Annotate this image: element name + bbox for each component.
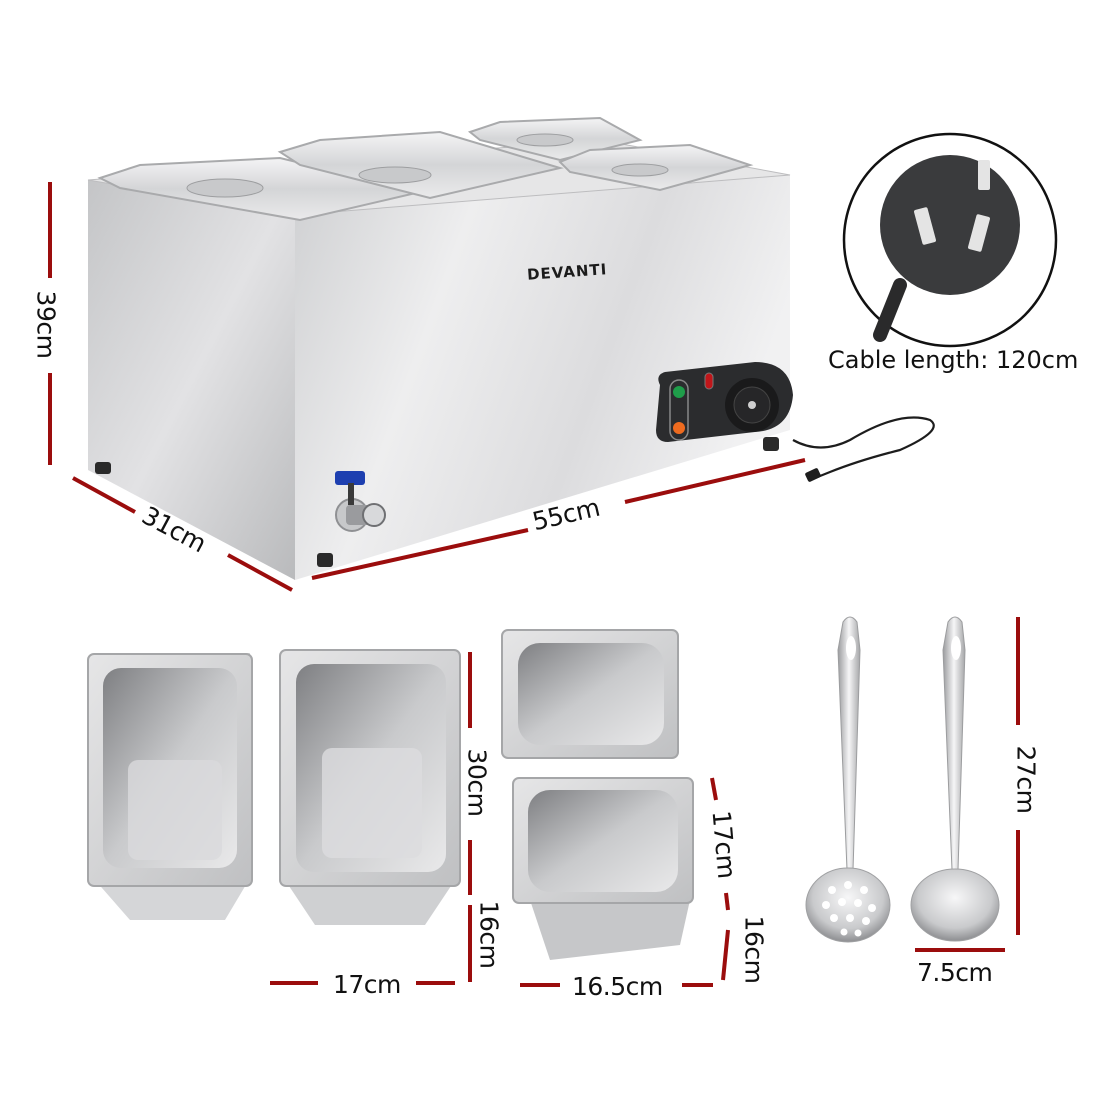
heat-light-icon bbox=[673, 422, 685, 434]
small-pan-length-label: 17cm bbox=[706, 809, 742, 880]
plug-inset bbox=[842, 132, 1058, 348]
large-pan-width-label: 17cm bbox=[333, 970, 401, 999]
large-pan-depth-label: 16cm bbox=[474, 900, 504, 969]
ladle-width-label: 7.5cm bbox=[917, 958, 993, 987]
solid-ladle-icon bbox=[910, 616, 1000, 942]
small-pan-1 bbox=[501, 629, 679, 759]
indicator-light-icon bbox=[704, 372, 714, 390]
slotted-ladle-icon bbox=[805, 616, 891, 943]
cable-length-label: Cable length: 120cm bbox=[828, 346, 1079, 374]
unit-height-label: 39cm bbox=[31, 290, 61, 359]
plug-pin-icon bbox=[968, 214, 990, 252]
small-pan-depth-label: 16cm bbox=[739, 915, 769, 984]
lid-large-2 bbox=[277, 130, 564, 200]
foot bbox=[95, 462, 111, 474]
lid-handle-icon bbox=[186, 178, 264, 198]
small-pan-2 bbox=[512, 777, 694, 960]
plug-pin-icon bbox=[914, 207, 936, 245]
pan-lids bbox=[97, 116, 754, 222]
ladle-length-label: 27cm bbox=[1011, 745, 1041, 814]
power-light-icon bbox=[673, 386, 685, 398]
foot bbox=[763, 437, 779, 451]
large-pan-length-label: 30cm bbox=[462, 748, 492, 817]
drain-tap-icon bbox=[335, 471, 386, 532]
foot bbox=[317, 553, 333, 567]
bain-marie-unit bbox=[87, 116, 935, 580]
unit-front-face bbox=[295, 175, 790, 580]
large-pan-2 bbox=[279, 649, 461, 925]
dimension-lines bbox=[48, 182, 1020, 987]
plug-earth-pin-icon bbox=[978, 160, 990, 190]
unit-side-face bbox=[88, 180, 295, 580]
control-panel bbox=[656, 362, 793, 442]
power-cord-icon bbox=[792, 416, 935, 480]
small-pan-width-label: 16.5cm bbox=[572, 972, 663, 1001]
large-pan-1 bbox=[87, 653, 253, 920]
